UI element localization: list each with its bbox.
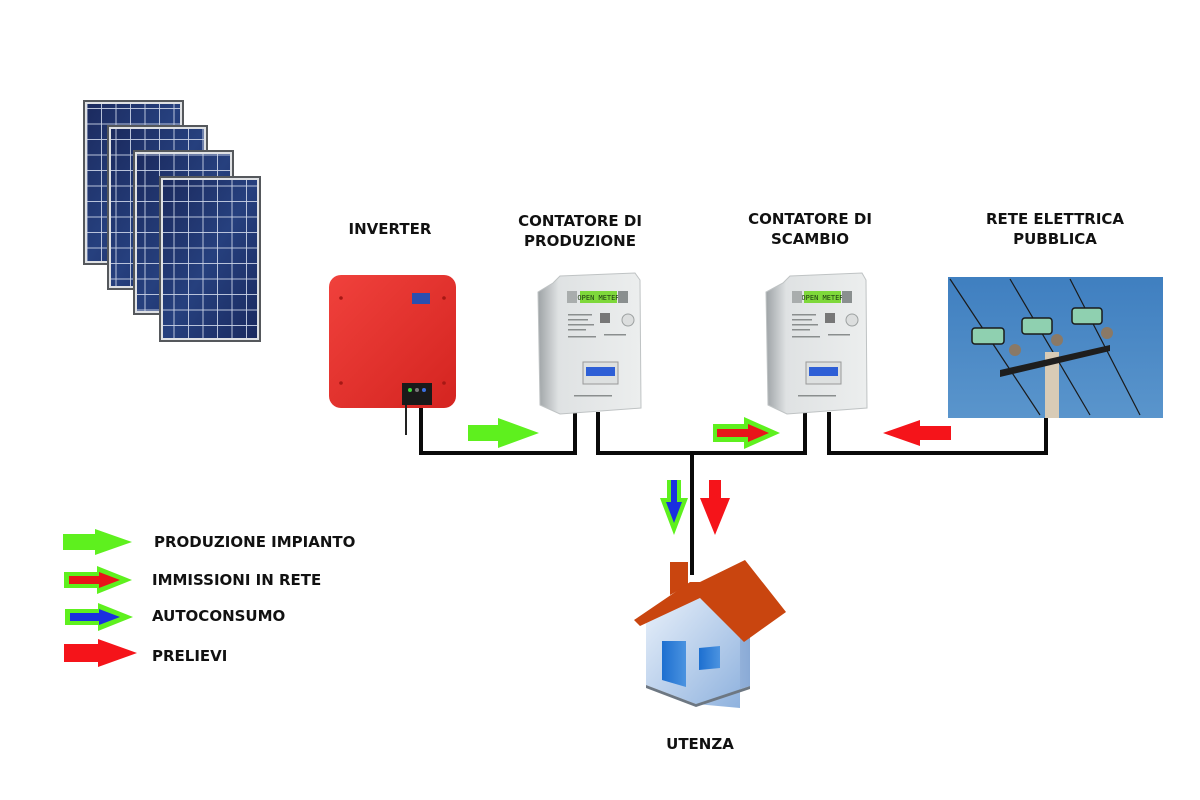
- legend-arrow-autoconsumo: [65, 603, 133, 631]
- legend-label-produzione-impianto: PRODUZIONE IMPIANTO: [154, 533, 356, 551]
- exchange-meter-display: [804, 291, 841, 303]
- inverter-label: INVERTER: [348, 220, 432, 238]
- production-meter-label-line1: CONTATORE DI: [518, 212, 642, 230]
- production-meter-label: CONTATORE DI PRODUZIONE: [500, 211, 660, 251]
- wire-exchange-meter-to-grid: [827, 412, 1048, 455]
- solar-panel: [159, 176, 261, 342]
- legend-label-immissioni-in-rete: IMMISSIONI IN RETE: [152, 571, 322, 589]
- legend-label-autoconsumo: AUTOCONSUMO: [152, 607, 286, 625]
- production-meter-display: [580, 291, 617, 303]
- wire-inverter-to-production-meter: [419, 405, 577, 455]
- house-door: [662, 641, 686, 687]
- legend-arrow-prelievi: [64, 639, 137, 667]
- legend-arrow-produzione-impianto: [63, 529, 132, 555]
- exchange-meter-label-line1: CONTATORE DI: [748, 210, 872, 228]
- arrow-prelievi-to-house: [700, 480, 730, 535]
- legend-arrow-immissioni-in-rete: [64, 566, 132, 594]
- exchange-meter-display-text: OPEN METER: [801, 294, 844, 302]
- arrow-produzione-impianto: [468, 418, 539, 448]
- exchange-meter-label-line2: SCAMBIO: [770, 230, 850, 248]
- house-window: [699, 646, 720, 670]
- production-meter-breaker: [586, 367, 615, 376]
- arrow-immissioni-in-rete: [713, 417, 780, 449]
- arrow-autoconsumo-to-house: [660, 480, 688, 535]
- exchange-meter-breaker: [809, 367, 838, 376]
- public-grid-label: RETE ELETTRICA PUBBLICA: [960, 209, 1150, 249]
- production-meter-display-text: OPEN METER: [577, 294, 620, 302]
- production-meter-label-line2: PRODUZIONE: [524, 232, 636, 250]
- public-grid-label-line1: RETE ELETTRICA: [985, 210, 1125, 228]
- exchange-meter-label: CONTATORE DI SCAMBIO: [730, 209, 890, 249]
- user-label: UTENZA: [666, 735, 734, 753]
- legend-label-prelievi: PRELIEVI: [152, 647, 228, 665]
- arrow-prelievi-from-grid: [883, 420, 951, 446]
- wire-production-meter-to-exchange-meter: [596, 412, 807, 455]
- public-grid-label-line2: PUBBLICA: [1013, 230, 1097, 248]
- house-roof: [634, 560, 786, 642]
- pylon-pole: [1045, 352, 1059, 418]
- inverter-logo: [412, 293, 430, 304]
